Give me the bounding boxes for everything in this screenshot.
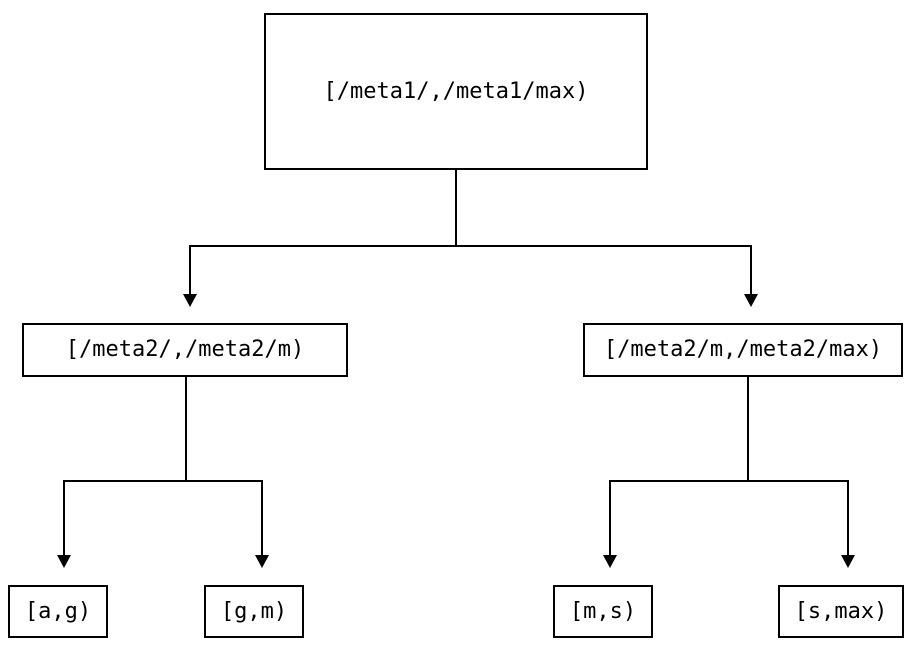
node-leaf-ag-label: [a,g) [24, 598, 92, 624]
node-leaf-gm: [g,m) [204, 585, 304, 638]
node-leaf-ag: [a,g) [8, 585, 108, 638]
node-root: [/meta1/,/meta1/max) [264, 13, 648, 170]
node-left-mid-label: [/meta2/,/meta2/m) [65, 337, 305, 362]
node-left-mid: [/meta2/,/meta2/m) [22, 323, 348, 377]
node-leaf-ms-label: [m,s) [569, 598, 637, 624]
node-right-mid: [/meta2/m,/meta2/max) [583, 323, 903, 377]
node-leaf-ms: [m,s) [553, 585, 653, 638]
arrowhead-icon [57, 555, 71, 568]
arrowhead-icon [603, 555, 617, 568]
node-root-label: [/meta1/,/meta1/max) [323, 78, 589, 104]
node-right-mid-label: [/meta2/m,/meta2/max) [603, 337, 883, 362]
arrowhead-icon [255, 555, 269, 568]
node-leaf-smax-label: [s,max) [794, 598, 888, 624]
arrowhead-icon [744, 294, 758, 307]
node-leaf-smax: [s,max) [778, 585, 904, 638]
node-leaf-gm-label: [g,m) [220, 598, 288, 624]
arrowhead-icon [841, 555, 855, 568]
arrowhead-icon [183, 294, 197, 307]
